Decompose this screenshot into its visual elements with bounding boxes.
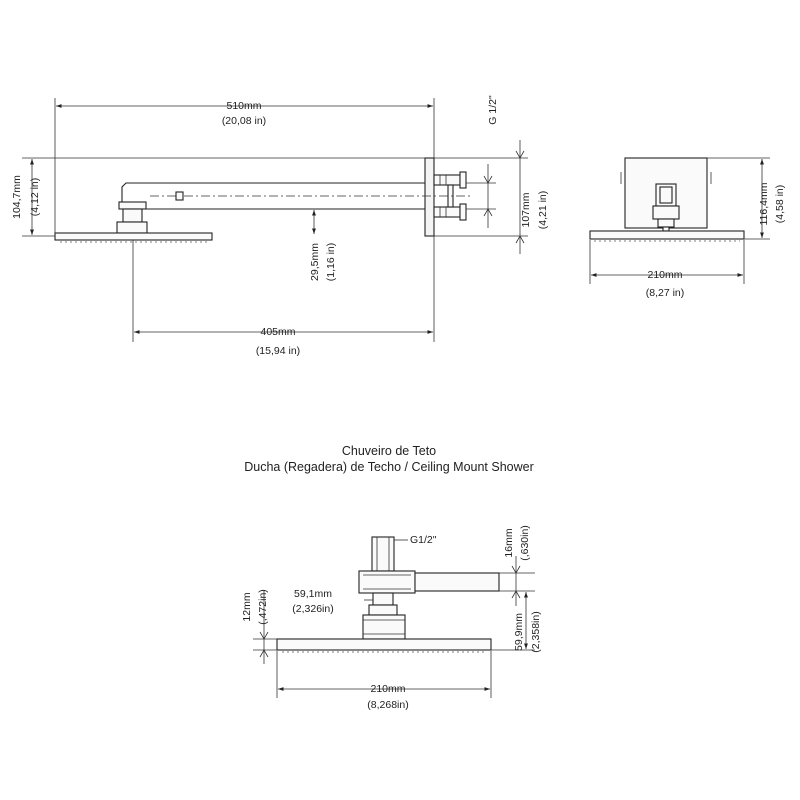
front-shower-head bbox=[589, 230, 745, 240]
dim-front-height-mm: 116,4mm bbox=[758, 182, 770, 225]
dim-arm-length-mm: 405mm bbox=[260, 326, 295, 338]
dim-flange-mm: 107mm bbox=[520, 192, 532, 227]
dim-thread: G 1/2" bbox=[487, 95, 499, 125]
wall-flange bbox=[424, 157, 435, 237]
detail-view: G1/2" 59,1mm (2,326in) 16mm (,630in) 59,… bbox=[241, 525, 542, 711]
dim-drop-in: (1,16 in) bbox=[325, 243, 337, 282]
front-view: 116,4mm (4,58 in) 210mm (8,27 in) bbox=[589, 157, 786, 299]
detail-arm-height-in: (,630in) bbox=[519, 525, 531, 561]
dim-overall-length-mm: 510mm bbox=[226, 100, 261, 112]
detail-nut bbox=[372, 592, 394, 606]
detail-nut-in: (2,326in) bbox=[292, 603, 333, 615]
dim-overall-length-in: (20,08 in) bbox=[222, 115, 266, 127]
detail-pipe bbox=[371, 536, 395, 572]
detail-nut-mm: 59,1mm bbox=[294, 588, 332, 600]
dim-front-width-mm: 210mm bbox=[647, 269, 682, 281]
detail-arm bbox=[414, 572, 500, 592]
detail-width-mm: 210mm bbox=[370, 683, 405, 695]
side-view: 510mm (20,08 in) 104,7mm (4,12 in) 29,5m… bbox=[11, 95, 549, 357]
detail-shower-head bbox=[276, 638, 492, 651]
detail-swivel bbox=[358, 570, 416, 594]
caption-line-2: Ducha (Regadera) de Techo / Ceiling Moun… bbox=[244, 460, 534, 474]
dim-front-height-in: (4,58 in) bbox=[774, 185, 786, 224]
dim-drop-mm: 29,5mm bbox=[309, 243, 321, 281]
detail-total-height-in: (2,358in) bbox=[530, 611, 542, 652]
dim-flange-in: (4,21 in) bbox=[537, 191, 549, 230]
detail-thread: G1/2" bbox=[410, 534, 437, 546]
detail-plate-in: (,472in) bbox=[257, 589, 269, 625]
shower-arm bbox=[116, 182, 470, 234]
caption-line-1: Chuveiro de Teto bbox=[342, 444, 436, 458]
detail-width-in: (8,268in) bbox=[367, 699, 408, 711]
detail-total-height-mm: 59,9mm bbox=[513, 613, 525, 651]
detail-base bbox=[362, 614, 406, 640]
front-connector bbox=[652, 183, 680, 232]
detail-arm-height-mm: 16mm bbox=[503, 528, 515, 557]
wall-connector bbox=[433, 171, 467, 221]
shower-head bbox=[54, 232, 213, 243]
dim-height-mm: 104,7mm bbox=[11, 175, 23, 219]
dim-height-in: (4,12 in) bbox=[29, 178, 41, 217]
dim-front-width-in: (8,27 in) bbox=[646, 287, 685, 299]
dim-arm-length-in: (15,94 in) bbox=[256, 345, 300, 357]
detail-plate-mm: 12mm bbox=[241, 592, 253, 621]
